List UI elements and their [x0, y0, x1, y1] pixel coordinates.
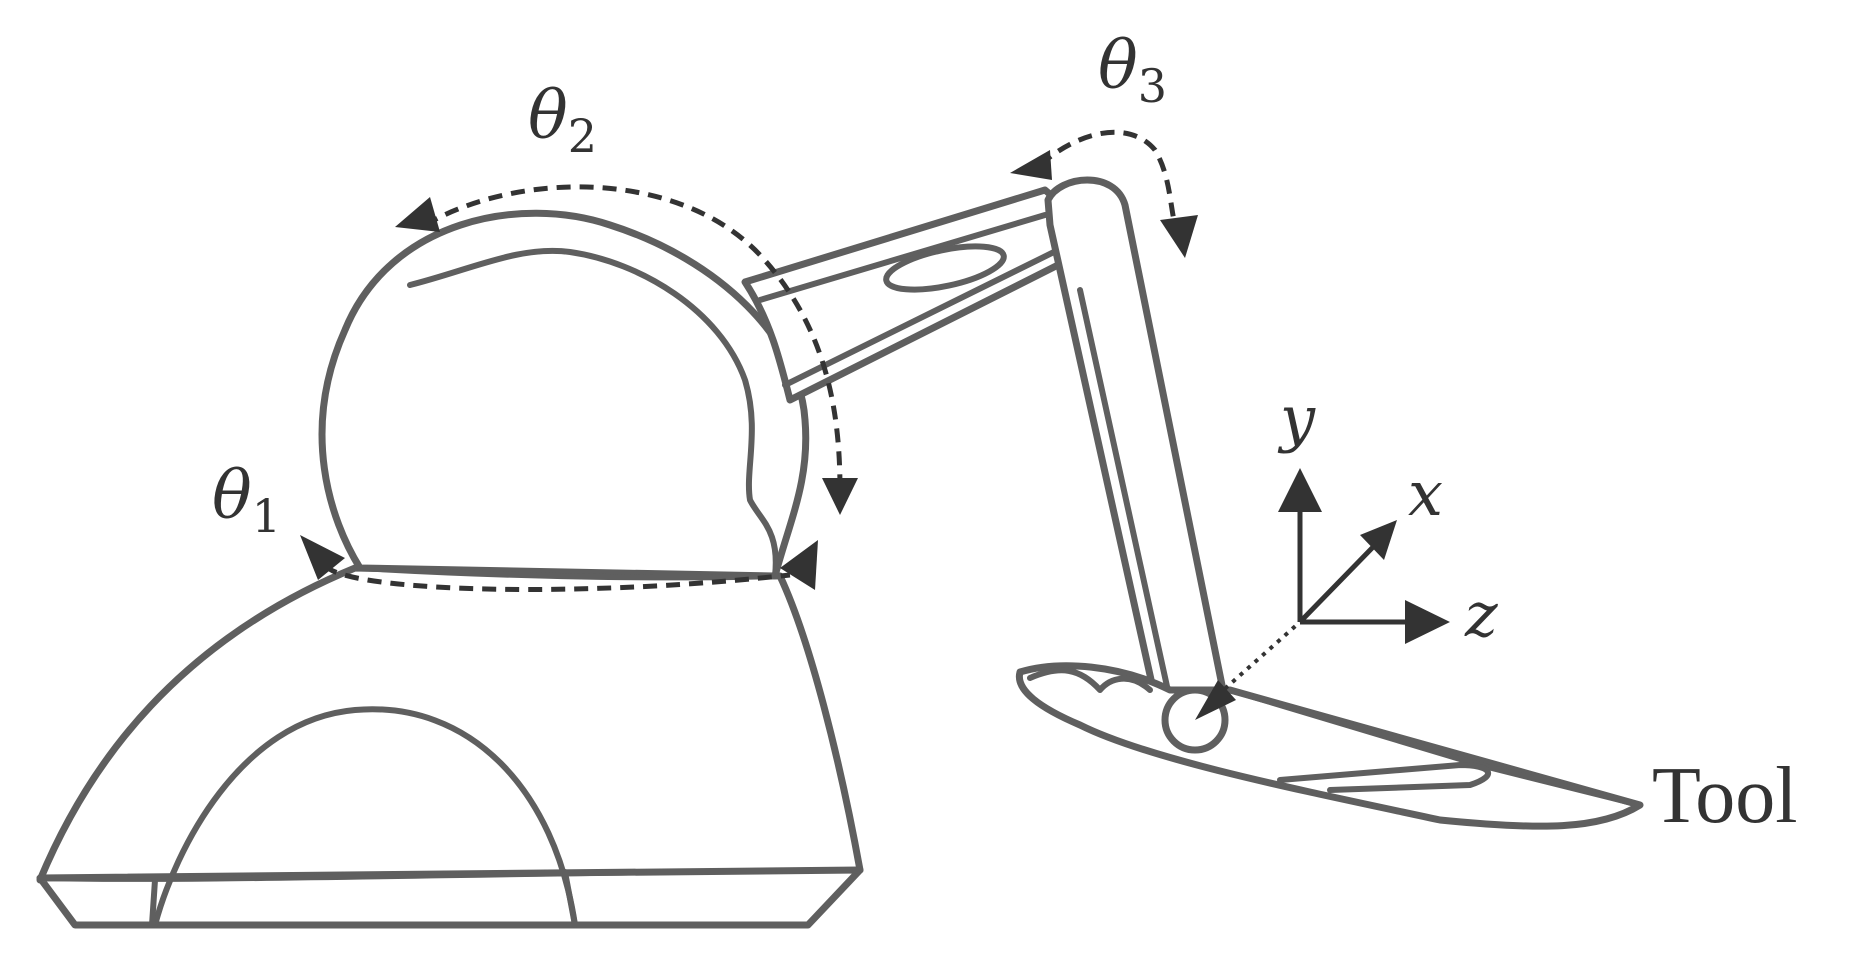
- base-plate-edge: [37, 867, 863, 882]
- theta1-subscript: 1: [252, 489, 281, 543]
- device-base: [36, 564, 864, 929]
- upper-arm-groove: [757, 212, 1048, 303]
- theta3-arrowhead-right: [1160, 215, 1198, 258]
- base-divider-right: [562, 869, 578, 928]
- theta2-subscript: 2: [568, 109, 597, 163]
- x-axis-line: [1298, 543, 1377, 624]
- theta2-label: θ2: [528, 77, 597, 163]
- upper-arm-groove-lower: [782, 247, 1061, 388]
- forearm-body: [1044, 176, 1229, 749]
- theta3-arrowhead-left: [1010, 150, 1052, 180]
- theta1-indicator: [300, 535, 818, 592]
- theta1-arrowhead-right: [780, 540, 818, 590]
- upper-arm: [741, 186, 1068, 404]
- theta3-arc: [1038, 129, 1178, 226]
- stylus-body: [1015, 662, 1644, 830]
- tool-stylus: [1015, 662, 1644, 830]
- theta3-label: θ3: [1098, 27, 1167, 113]
- frame-leader-arrowhead: [1195, 680, 1236, 720]
- theta2-arc: [423, 184, 843, 491]
- x-axis-arrowhead: [1360, 520, 1397, 560]
- base-divider-left: [149, 877, 158, 928]
- theta1-arc: [322, 563, 791, 592]
- axis-x-label: x: [1408, 457, 1443, 530]
- theta1-symbol: θ: [212, 457, 252, 534]
- theta3-subscript: 3: [1138, 59, 1167, 113]
- axis-z-label: z: [1464, 578, 1498, 651]
- theta3-symbol: θ: [1098, 27, 1138, 104]
- head-inner-rim: [407, 247, 779, 579]
- stylus-groove: [1277, 762, 1492, 793]
- tool-label: Tool: [1652, 752, 1798, 840]
- theta1-arrowhead-left: [300, 535, 345, 580]
- y-axis-arrowhead: [1278, 468, 1322, 512]
- theta2-indicator: [395, 184, 858, 515]
- forearm-edge: [1077, 287, 1173, 703]
- head-seam: [357, 565, 778, 581]
- shoulder-head: [318, 209, 810, 581]
- upper-arm-slot: [883, 243, 1007, 293]
- stylus-grip: [1027, 667, 1153, 693]
- forearm: [1044, 176, 1229, 749]
- axis-y-label: y: [1277, 382, 1316, 455]
- coordinate-frame: [1195, 468, 1450, 720]
- head-outline: [318, 209, 810, 580]
- theta2-arrowhead-bottom: [822, 478, 858, 515]
- theta3-indicator: [1010, 129, 1198, 258]
- theta2-symbol: θ: [528, 77, 568, 154]
- z-axis-arrowhead: [1405, 600, 1450, 644]
- base-inner-arch: [152, 706, 578, 928]
- theta2-arrowhead-top: [395, 197, 440, 232]
- theta1-label: θ1: [212, 457, 281, 543]
